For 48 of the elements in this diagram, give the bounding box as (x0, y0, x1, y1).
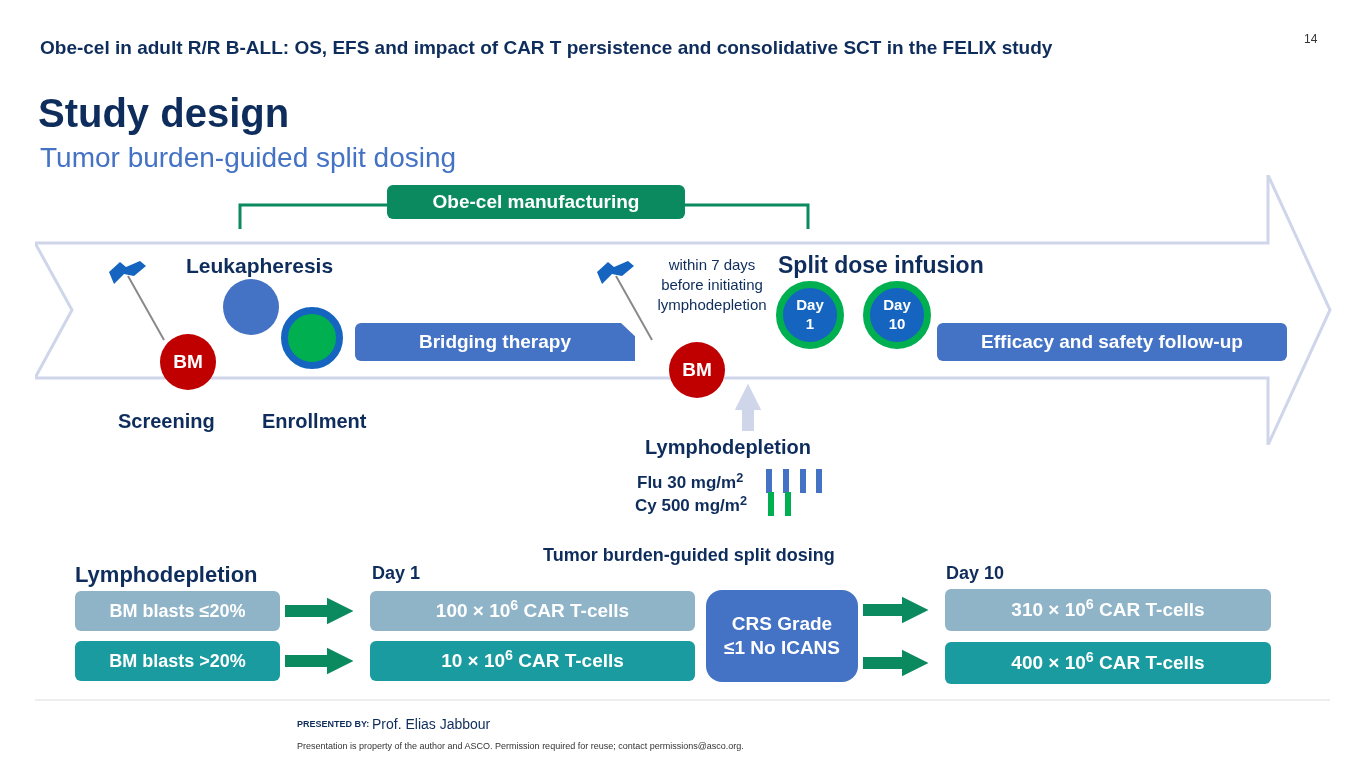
arrow (285, 647, 354, 675)
box-label: 310 × 10$^{6}$ CAR T-cells (1011, 595, 1205, 622)
presenter-label: PRESENTED BY: (297, 718, 370, 731)
box-label: BM (173, 349, 203, 374)
node-caption: Day 10 (946, 562, 1006, 585)
node-caption: Day 1 (372, 562, 422, 585)
slide-title: Obe-cel in adult R/R B-ALL: OS, EFS and impact of CAR T persistence and consolidative SCT in the FELIX study (40, 36, 1053, 60)
follow-up-bar (937, 323, 1287, 361)
box-label: BM blasts >20% (109, 649, 246, 673)
box-label: Bridging therapy (419, 329, 571, 354)
arrow (734, 383, 762, 431)
box-label: BM blasts ≤20% (109, 599, 246, 623)
criteria-box (75, 591, 280, 631)
dose-text: Flu 30 mg/m$^{2}$ (637, 470, 744, 494)
box-label: Day 10 (882, 296, 912, 334)
dose-box (370, 591, 695, 631)
step-label: Screening (118, 409, 215, 434)
condition-box (706, 590, 858, 682)
heading-text: Lymphodepletion (75, 561, 258, 589)
dose-box (370, 641, 695, 681)
process-box (387, 185, 685, 219)
box-label: 100 × 10$^{6}$ CAR T-cells (435, 596, 630, 623)
box-label: CRS Grade ≤1 No ICANS (723, 612, 841, 660)
criteria-box (75, 641, 280, 681)
box-label: Obe-cel manufacturing (432, 189, 640, 214)
section-heading: Tumor burden-guided split dosing (543, 544, 835, 567)
box-label: Day 1 (795, 296, 825, 334)
dose-box (945, 642, 1271, 684)
box-label: 10 × 10$^{6}$ CAR T-cells (441, 646, 624, 673)
phase-title: Leukapheresis (186, 253, 334, 279)
page-number: 14 (1304, 31, 1318, 48)
box-label: BM (682, 357, 712, 382)
dose-text: Cy 500 mg/m$^{2}$ (635, 493, 747, 517)
copyright-notice: Presentation is property of the author and ASCO. Permission required for reuse; contact permissions@asco.org. (297, 740, 744, 753)
presenter-name: Prof. Elias Jabbour (372, 715, 491, 734)
bridging-bar (355, 323, 635, 361)
subheading: Tumor burden-guided split dosing (40, 144, 457, 172)
step-label: Enrollment (262, 409, 367, 434)
arrow (863, 649, 929, 677)
heading: Study design (38, 93, 290, 133)
box-label: Lymphodepletion (645, 435, 811, 460)
box-label: 400 × 10$^{6}$ CAR T-cells (1011, 648, 1205, 675)
phase-title: Split dose infusion (778, 251, 984, 280)
arrow (285, 597, 354, 625)
box-label: Efficacy and safety follow-up (981, 329, 1243, 354)
note-text: within 7 days before initiating lymphodepletion (656, 255, 768, 315)
arrow (863, 596, 929, 624)
dose-box (945, 589, 1271, 631)
